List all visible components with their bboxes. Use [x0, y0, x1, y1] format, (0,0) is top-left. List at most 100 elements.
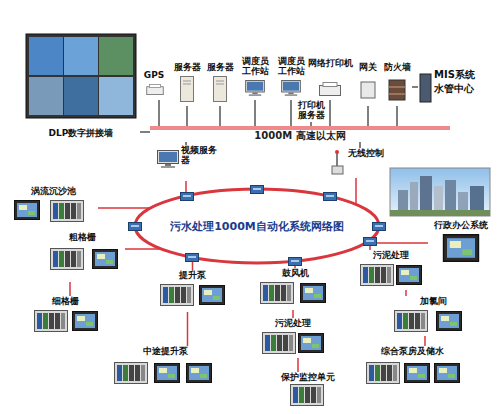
ring-switch [129, 223, 142, 231]
touch-panel [435, 364, 460, 383]
node-label: 鼓风机 [255, 268, 335, 278]
antenna-mast [336, 152, 338, 168]
network-link [158, 100, 160, 126]
ring-switch [373, 223, 386, 231]
plc-rack [395, 311, 428, 332]
antenna-tip [335, 150, 339, 154]
touch-panel [155, 364, 180, 383]
node-label: 中途提升泵 [110, 346, 220, 356]
plc-station: 加氯间 [388, 296, 478, 336]
node-label: GPS [140, 70, 168, 80]
network-link [355, 178, 357, 204]
office-terminal [444, 235, 479, 262]
node-label: 水管中心 [434, 82, 494, 96]
touch-panel [15, 201, 40, 220]
dlp-tile [64, 37, 98, 75]
gps-unit [147, 84, 164, 94]
network-link [297, 358, 299, 372]
network-link [367, 106, 369, 126]
photo-building [470, 186, 484, 216]
device-node: 无线控制 [330, 148, 390, 178]
plc-station: 粗格栅 [40, 232, 125, 282]
network-link [359, 142, 361, 148]
plc-rack [115, 363, 148, 384]
firewall-icon [389, 80, 405, 100]
photo-building [398, 190, 408, 216]
node-label: 保护监控单元 [268, 372, 348, 382]
node-label: 污水处理1000M自动化系统网络图 [170, 220, 344, 233]
touch-panel [73, 312, 98, 331]
plc-station: 保护监控单元 [268, 372, 348, 406]
node-label: 视频服务器 [181, 145, 217, 165]
plc-station: 鼓风机 [255, 268, 335, 310]
plc-station: 中途提升泵 [110, 346, 220, 396]
network-link [396, 106, 398, 126]
video-server-icon [158, 151, 179, 169]
node-label: 行政办公系统 [428, 220, 494, 230]
node-label: 网络打印机 [306, 58, 354, 68]
node-label: 调度员工作站 [274, 56, 308, 76]
photo-ground [390, 210, 490, 216]
ring-switch [186, 254, 199, 262]
node-label: 细格栅 [30, 296, 100, 306]
workstation-monitor [246, 80, 265, 96]
photo-building [420, 176, 432, 216]
node-label: DLP数字拼接墙 [49, 128, 114, 138]
firewall-brick [389, 87, 405, 88]
dlp-frame [26, 34, 136, 118]
node-label: 防火墙 [382, 62, 412, 72]
plc-station: 污泥处理 [258, 318, 328, 358]
node-label: 粗格栅 [40, 232, 125, 242]
network-link [365, 242, 428, 244]
server-tower [181, 77, 194, 102]
device-node: 网关 [356, 62, 380, 106]
node-label: 污泥处理 [258, 318, 328, 328]
plc-rack [291, 385, 324, 406]
plc-rack [367, 363, 400, 384]
ring-switch [251, 186, 264, 194]
printer-icon [320, 83, 341, 96]
workstation-monitor [282, 80, 301, 96]
network-link [69, 282, 71, 296]
ring-switch [181, 193, 194, 201]
node-label: 无线控制 [348, 148, 390, 158]
node-label: 综合泵房及储水 [362, 346, 462, 356]
plc-rack [263, 333, 296, 354]
network-link [125, 248, 161, 250]
plc-rack [35, 311, 68, 332]
node-label: 提升泵 [155, 270, 230, 280]
device-node: 服务器 [205, 62, 235, 106]
network-link [292, 310, 294, 318]
plc-station: 细格栅 [30, 296, 100, 338]
network-link [140, 131, 150, 133]
network-link [192, 257, 194, 270]
plc-rack [51, 201, 84, 222]
network-link [329, 100, 331, 126]
wireless-unit [332, 166, 343, 174]
device-node: 服务器 [172, 62, 202, 106]
photo-building [458, 192, 468, 216]
ring-line [135, 189, 379, 263]
node-label: 服务器 [205, 62, 235, 72]
photo-building [445, 180, 456, 216]
node-label: 加氯间 [388, 296, 478, 306]
ring-switch [289, 258, 302, 266]
network-link [98, 207, 150, 209]
network-link [186, 106, 188, 126]
display-wall: DLP数字拼接墙 [22, 30, 140, 138]
dlp-tile [99, 77, 133, 115]
network-link [405, 290, 407, 296]
network-link [412, 86, 418, 88]
network-link [219, 106, 221, 126]
photo-building [434, 186, 443, 216]
plc-station: 污泥处理 [358, 250, 424, 290]
device-node: 打印机服务器 [296, 100, 326, 122]
network-link [185, 142, 187, 145]
dlp-tile [29, 77, 63, 115]
node-label: 打印机服务器 [296, 100, 326, 120]
photo-building [410, 182, 418, 216]
touch-panel [200, 286, 225, 305]
touch-panel [405, 364, 430, 383]
ethernet-bus: 1000M 高速以太网 [150, 126, 450, 142]
